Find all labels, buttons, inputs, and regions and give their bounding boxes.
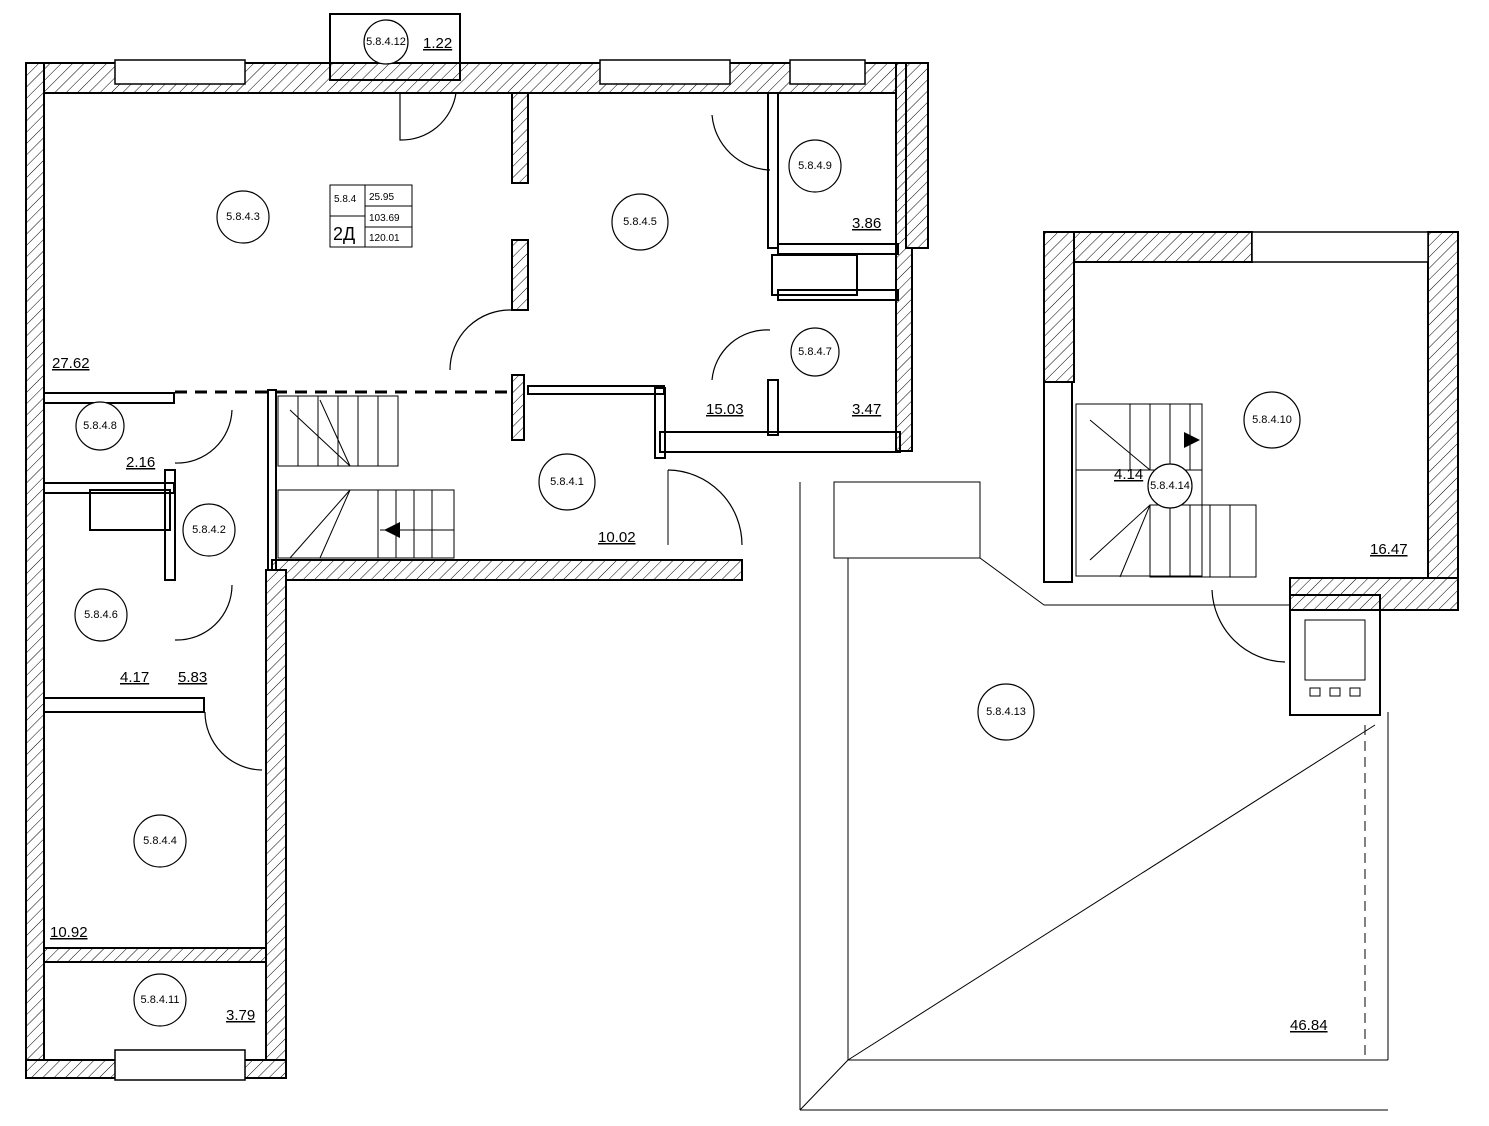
upper-wall-left: [1043, 231, 1075, 383]
room-tag-circle: [1147, 463, 1193, 509]
wall-corridor-bottom: [659, 431, 901, 453]
legend-apartment-type: 2Д: [333, 224, 355, 244]
room-tag-label: 5.8.4.11: [141, 994, 180, 1006]
wall-interior-1: [511, 92, 529, 184]
room-tag-label: 5.8.4.13: [986, 706, 1026, 718]
room-area-label: 1.22: [423, 35, 452, 52]
wall-bath-top: [43, 392, 175, 404]
wall-left: [25, 62, 45, 1079]
room-area-label: 27.62: [52, 355, 90, 372]
room-tag-circle: [182, 503, 236, 557]
room-area-label: 4.14: [1114, 466, 1143, 483]
upper-window: [1251, 231, 1429, 263]
room-area-label: 15.03: [706, 401, 744, 418]
room-tag-label: 5.8.4.14: [1150, 480, 1190, 492]
room-area-label: 3.47: [852, 401, 881, 418]
wall-hall-top: [527, 385, 665, 395]
room-tag-circle: [75, 401, 125, 451]
door-room-3: [399, 92, 457, 141]
door-room-6: [174, 584, 233, 641]
wall-right-column: [905, 62, 929, 249]
wall-room-7-left: [767, 379, 779, 436]
window-top-2: [599, 59, 731, 85]
wall-hall-right: [654, 387, 666, 459]
room-tag-label: 5.8.4.4: [143, 835, 177, 847]
wall-shaft-box: [89, 489, 171, 531]
wall-room-9-bottom: [777, 243, 899, 255]
terrace: [799, 481, 1389, 1111]
room-tag-circle: [788, 139, 842, 193]
room-tag-label: 5.8.4.3: [226, 211, 260, 223]
room-tag-circle: [790, 327, 840, 377]
room-tag-circle: [133, 973, 187, 1027]
wall-stair-left: [267, 389, 277, 571]
room-tag-circle: [74, 588, 128, 642]
legend-living-area: 25.95: [369, 192, 394, 203]
door-room-9: [711, 114, 771, 171]
room-area-label: 10.92: [50, 924, 88, 941]
room-tag-circle: [363, 19, 409, 65]
room-tag-circle: [611, 193, 669, 251]
room-tag-label: 5.8.4.7: [798, 346, 832, 358]
door-entrance: [667, 469, 743, 546]
wall-bath-bottom: [43, 482, 175, 494]
room-tag-circle: [538, 453, 596, 511]
upper-level-plan: [799, 231, 1459, 1111]
upper-wall-top: [1043, 231, 1253, 263]
room-area-label: 16.47: [1370, 541, 1408, 558]
room-tag-label: 5.8.4.5: [623, 216, 657, 228]
room-tag-circle: [977, 683, 1035, 741]
room-tag-circle: [1243, 391, 1301, 449]
window-top-3: [789, 59, 866, 85]
room-area-label: 46.84: [1290, 1017, 1328, 1034]
room-area-label: 3.86: [852, 215, 881, 232]
upper-stairs: [1075, 403, 1257, 578]
wall-interior-2: [511, 239, 529, 311]
wall-bottom-hall: [271, 559, 743, 581]
apartment-legend: [329, 184, 413, 248]
room-area-label: 5.83: [178, 669, 207, 686]
room-tag-label: 5.8.4.10: [1252, 414, 1292, 426]
upper-wall-right: [1427, 231, 1459, 611]
room-tag-circle: [133, 814, 187, 868]
wall-bath2-right: [164, 469, 176, 581]
window-top-1: [114, 59, 246, 85]
wall-bedroom-bottom: [43, 947, 267, 963]
legend-total-area: 103.69: [369, 213, 400, 224]
door-room-7: [711, 329, 771, 381]
room-area-label: 3.79: [226, 1007, 255, 1024]
wall-interior-3: [511, 374, 525, 441]
room-tag-circle: [216, 190, 270, 244]
lower-stairs: [277, 395, 455, 559]
lower-level-plan: 5.8.4 2Д 25.95 103.69 120.01: [25, 13, 929, 1081]
upper-shaft: [1289, 594, 1381, 716]
room-tags: 5.8.4.3 27.62 5.8.4.5 15.03 5.8.4.9 3.86 5.8.4…: [50, 19, 1408, 1034]
room-area-label: 4.17: [120, 669, 149, 686]
door-room-4: [204, 711, 263, 771]
room-area-label: 2.16: [126, 454, 155, 471]
door-room-8: [174, 409, 233, 464]
legend-apartment-id: 5.8.4: [334, 194, 357, 205]
room-tag-label: 5.8.4.9: [798, 160, 832, 172]
balcony-box: [329, 13, 461, 81]
window-bottom: [114, 1049, 246, 1081]
room-tag-label: 5.8.4.12: [366, 36, 406, 48]
room-tag-label: 5.8.4.2: [192, 524, 226, 536]
upper-left-jamb: [1043, 381, 1073, 583]
room-area-label: 10.02: [598, 529, 636, 546]
door-room-5: [449, 309, 513, 371]
wall-room-7-top: [777, 289, 899, 301]
legend-terrace-area: 120.01: [369, 233, 400, 244]
room-tag-label: 5.8.4.1: [550, 476, 584, 488]
upper-door: [1211, 589, 1286, 663]
wall-left-wing-right: [265, 569, 287, 1079]
room-tag-label: 5.8.4.6: [84, 609, 118, 621]
wall-bath2-bottom: [43, 697, 205, 713]
room-tag-label: 5.8.4.8: [83, 420, 117, 432]
